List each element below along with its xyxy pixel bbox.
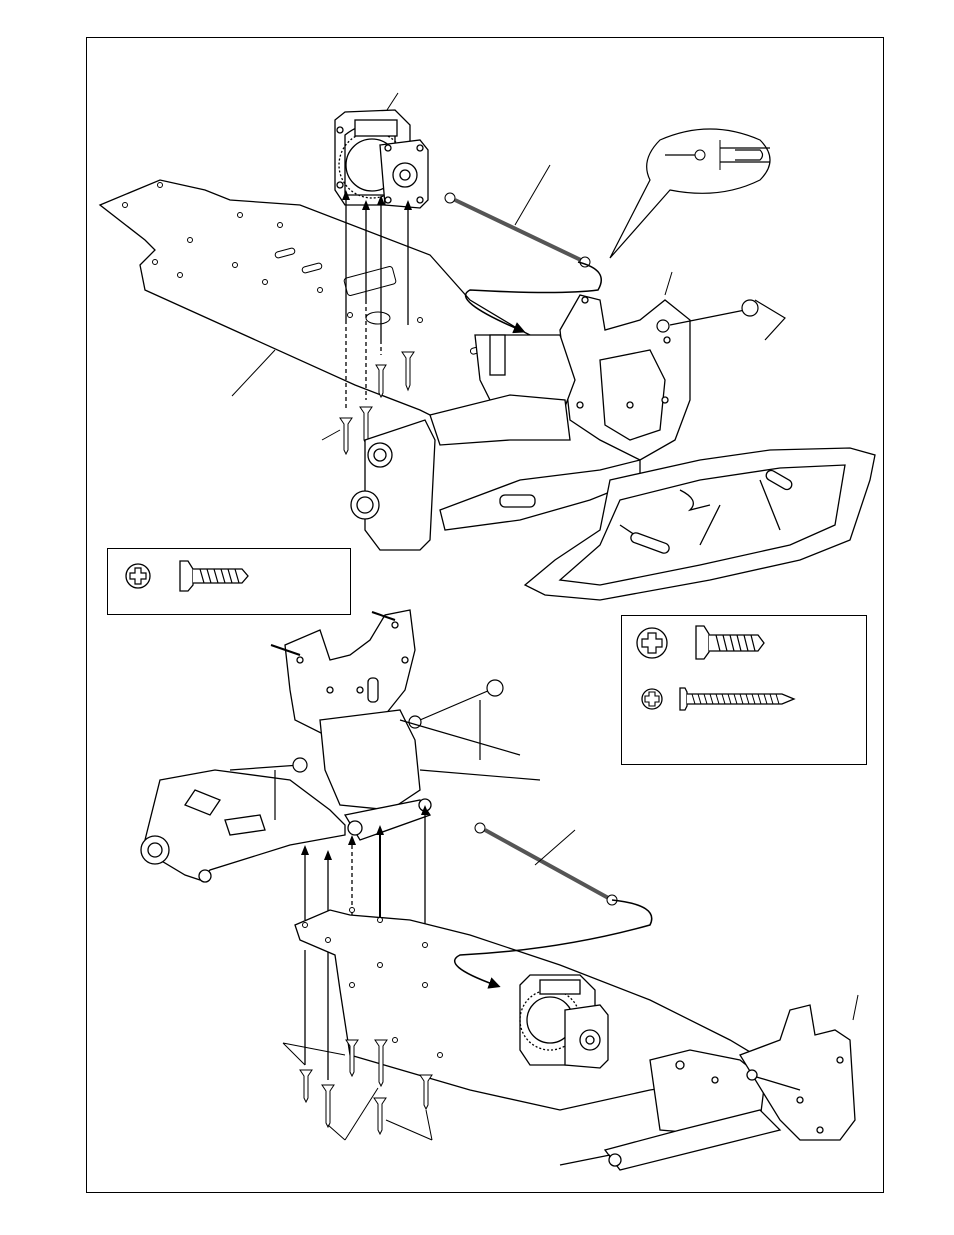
leader-chassis-top xyxy=(232,350,275,396)
leader-bulkhead-bottom xyxy=(853,995,858,1020)
detail-bubble xyxy=(610,129,770,258)
rear-bulkhead-bottom xyxy=(285,610,420,810)
gearbox-top xyxy=(335,110,428,208)
gearbox-bottom xyxy=(520,975,608,1068)
leader-shaft-bottom xyxy=(535,830,575,865)
leader-shaft-top xyxy=(515,165,550,225)
leader-gearbox-top xyxy=(387,93,398,110)
chassis-edge-bottom-rear xyxy=(400,720,540,780)
leader-bulkhead-top xyxy=(665,272,672,295)
leader-screw-top xyxy=(322,430,340,440)
front-bumper-top xyxy=(525,448,875,600)
